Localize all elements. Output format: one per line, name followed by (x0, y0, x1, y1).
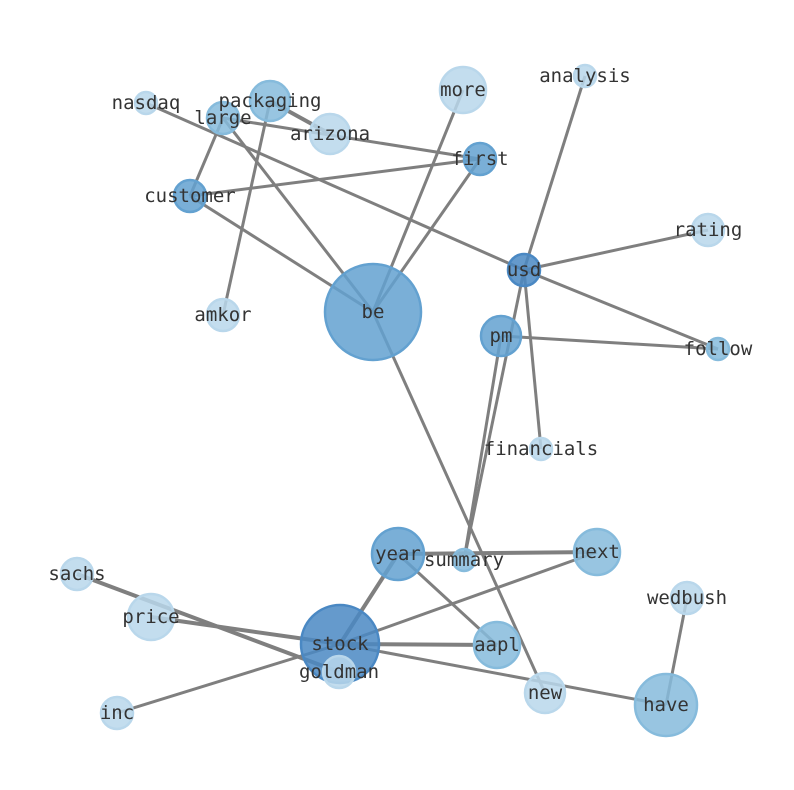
edge-stock-have (339, 642, 667, 707)
node-label-goldman: goldman (299, 661, 379, 683)
node-label-next: next (574, 541, 620, 563)
node-label-have: have (643, 694, 689, 716)
node-label-summary: summary (424, 549, 504, 571)
edge-pm-summary (462, 335, 503, 561)
edge-be-new (371, 311, 547, 694)
node-label-aapl: aapl (474, 634, 520, 656)
node-wedbush[interactable] (669, 580, 705, 616)
node-rating[interactable] (690, 212, 726, 248)
edge-packaging-amkor (221, 100, 272, 316)
node-inc[interactable] (99, 695, 135, 731)
node-label-follow: follow (684, 338, 753, 360)
node-be[interactable] (323, 262, 423, 362)
node-label-sachs: sachs (48, 563, 105, 585)
node-label-financials: financials (484, 438, 598, 460)
node-first[interactable] (462, 141, 498, 177)
node-follow[interactable] (705, 336, 731, 362)
node-label-be: be (362, 301, 385, 323)
node-have[interactable] (633, 672, 699, 738)
node-analysis[interactable] (572, 63, 598, 89)
node-label-year: year (375, 543, 421, 565)
node-goldman[interactable] (321, 654, 357, 690)
edge-usd-analysis (522, 75, 587, 271)
node-aapl[interactable] (472, 620, 522, 670)
node-label-large: large (194, 107, 251, 129)
node-next[interactable] (572, 527, 622, 577)
edge-usd-financials (522, 269, 543, 450)
edges (76, 75, 719, 715)
node-label-wedbush: wedbush (647, 587, 727, 609)
edge-nasdaq-usd (145, 101, 525, 272)
node-label-usd: usd (507, 259, 541, 281)
edge-stock-next (339, 550, 598, 646)
edge-usd-rating (523, 228, 709, 272)
node-label-first: first (451, 148, 508, 170)
edge-pm-follow (500, 334, 719, 351)
node-more[interactable] (438, 65, 488, 115)
node-new[interactable] (523, 671, 567, 715)
node-label-analysis: analysis (539, 65, 631, 87)
node-label-nasdaq: nasdaq (112, 92, 181, 114)
node-packaging[interactable] (248, 79, 292, 123)
node-amkor[interactable] (205, 297, 241, 333)
node-label-new: new (528, 682, 563, 704)
edge-year-next (397, 550, 598, 556)
node-price[interactable] (126, 592, 176, 642)
node-year[interactable] (370, 526, 426, 582)
node-label-inc: inc (100, 702, 134, 724)
node-customer[interactable] (172, 178, 208, 214)
node-label-arizona: arizona (290, 123, 370, 145)
node-label-pm: pm (490, 325, 513, 347)
node-label-stock: stock (311, 633, 369, 655)
node-label-amkor: amkor (194, 304, 251, 326)
node-label-rating: rating (674, 219, 743, 241)
edge-sachs-goldman (76, 572, 340, 674)
node-arizona[interactable] (308, 112, 352, 156)
edge-usd-summary (462, 269, 526, 561)
node-label-price: price (122, 606, 179, 628)
node-summary[interactable] (451, 547, 477, 573)
node-pm[interactable] (479, 314, 523, 358)
node-financials[interactable] (528, 436, 554, 462)
node-label-more: more (440, 79, 486, 101)
edge-usd-follow (523, 268, 719, 351)
nodes (59, 63, 731, 738)
node-usd[interactable] (506, 252, 542, 288)
node-sachs[interactable] (59, 556, 95, 592)
node-nasdaq[interactable] (133, 90, 159, 116)
node-label-customer: customer (144, 185, 236, 207)
node-large[interactable] (205, 100, 241, 136)
node-label-packaging: packaging (219, 90, 322, 112)
